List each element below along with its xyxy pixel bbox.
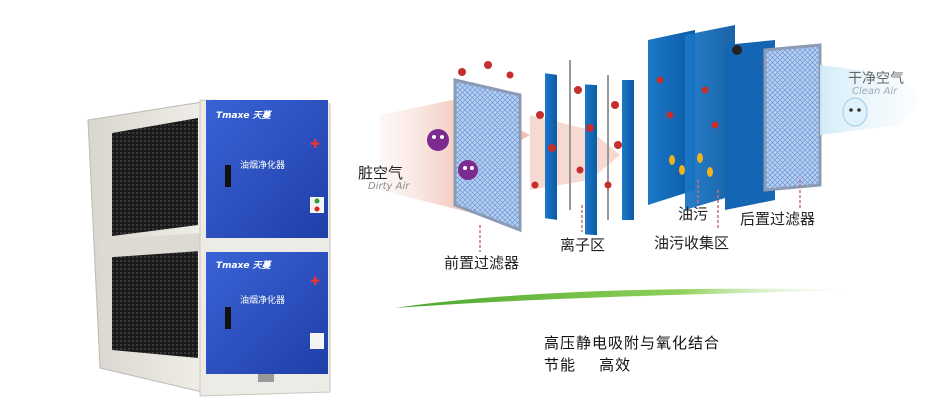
oil-drop-icon <box>669 153 713 177</box>
indicator-green-icon <box>314 198 320 204</box>
post-filter-label: 后置过滤器 <box>740 210 816 228</box>
pre-filter-panel <box>453 78 522 233</box>
upper-grille <box>112 118 198 236</box>
oil-collection-plate <box>725 40 775 210</box>
dirty-air-label: 脏空气 <box>358 164 404 182</box>
brand-logo-lower: Tmaxe 天蔓 <box>216 261 271 271</box>
ion-zone-label: 离子区 <box>560 236 606 254</box>
clean-air-droplet-icon <box>842 97 868 127</box>
pollutant-particle-icon <box>458 61 719 189</box>
panel-title-upper: 油烟净化器 <box>240 161 286 171</box>
dirt-particle-icon <box>427 129 449 151</box>
oil-label: 油污 <box>678 205 709 223</box>
ion-plate <box>585 84 597 236</box>
green-swoosh <box>395 288 870 308</box>
logo-mark-icon: ✚ <box>310 274 320 288</box>
panel-title-lower: 油烟净化器 <box>240 296 286 306</box>
pre-filter-label: 前置过滤器 <box>444 254 520 272</box>
lower-grille <box>112 246 198 358</box>
purifier-machine: ✚ ✚ <box>87 99 331 397</box>
filtration-diagram <box>380 25 920 252</box>
clean-air-label: 干净空气 <box>848 71 904 87</box>
dirt-particle-icon <box>458 160 478 180</box>
caption-line-2: 节能 高效 <box>544 356 632 374</box>
oil-collection-label: 油污收集区 <box>654 234 730 252</box>
clean-air-label-en: Clean Air <box>852 86 898 97</box>
caption-line-1: 高压静电吸附与氧化结合 <box>544 334 721 352</box>
ion-plate <box>622 80 634 220</box>
post-filter-panel <box>763 43 822 192</box>
lower-handle <box>225 307 231 329</box>
upper-handle <box>225 165 231 187</box>
logo-mark-icon: ✚ <box>310 137 320 151</box>
lower-switch-box <box>310 333 324 349</box>
indicator-red-icon <box>314 206 320 212</box>
oil-collection-plate <box>685 25 735 210</box>
dirty-air-label-en: Dirty Air <box>368 181 410 192</box>
upper-switch-box <box>310 197 324 213</box>
air-flow-arrow <box>530 115 620 190</box>
brand-logo-upper: Tmaxe 天蔓 <box>216 111 271 121</box>
